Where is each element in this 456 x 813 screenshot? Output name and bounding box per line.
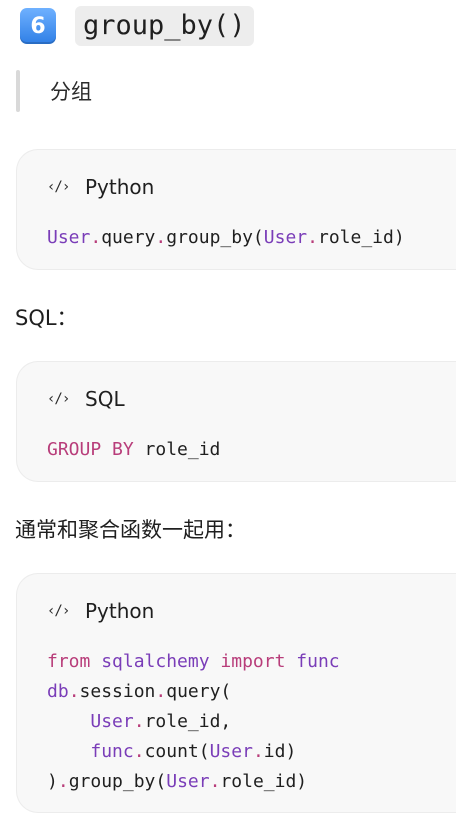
code-token: count( — [144, 741, 210, 762]
code-token — [47, 711, 90, 732]
code-line: User.query.group_by(User.role_id) — [47, 223, 405, 253]
code-block-header: ‹/› Python — [47, 599, 154, 623]
heading-inline-code: group_by() — [75, 6, 254, 46]
code-token: . — [209, 771, 221, 792]
code-token: . — [307, 227, 318, 248]
code-language-label: Python — [85, 599, 155, 623]
paragraph-aggregate: 通常和聚合函数一起用： — [15, 518, 246, 542]
section-heading: 6 group_by() — [20, 6, 254, 46]
code-block-header: ‹/› Python — [47, 175, 154, 199]
code-token: query( — [166, 681, 232, 702]
code-token: import — [220, 651, 286, 672]
code-token: . — [57, 771, 69, 792]
code-token — [47, 741, 90, 762]
code-icon: ‹/› — [47, 391, 70, 407]
code-token: from — [47, 651, 91, 672]
code-token: . — [133, 711, 145, 732]
code-icon: ‹/› — [47, 179, 70, 195]
code-token: session — [79, 681, 156, 702]
code-token: role_id, — [144, 711, 232, 732]
code-content[interactable]: GROUP BY role_id — [47, 435, 220, 465]
code-token: . — [133, 741, 145, 762]
code-token: . — [155, 681, 167, 702]
code-block-header: ‹/› SQL — [47, 387, 125, 411]
code-token — [210, 651, 221, 672]
code-token — [90, 651, 101, 672]
code-content[interactable]: User.query.group_by(User.role_id) — [47, 223, 405, 253]
code-token: . — [252, 741, 264, 762]
code-line: db.session.query( — [47, 677, 340, 707]
code-token: role_id — [133, 439, 221, 460]
code-line: ).group_by(User.role_id) — [47, 767, 340, 797]
code-token — [285, 651, 296, 672]
code-token: query — [101, 227, 156, 248]
code-line: User.role_id, — [47, 707, 340, 737]
code-block-python-1[interactable]: ‹/› Python User.query.group_by(User.role… — [16, 149, 456, 270]
code-token: . — [90, 227, 102, 248]
code-token: User — [263, 227, 308, 248]
number-six-badge-icon: 6 — [20, 8, 56, 44]
code-line: from sqlalchemy import func — [47, 647, 340, 677]
blockquote-text: 分组 — [50, 80, 92, 104]
code-token: . — [155, 227, 167, 248]
code-token: User — [166, 771, 210, 792]
code-line: GROUP BY role_id — [47, 435, 220, 465]
code-block-sql[interactable]: ‹/› SQL GROUP BY role_id — [16, 361, 456, 482]
code-token: group_by( — [68, 771, 167, 792]
code-token: User — [90, 711, 134, 732]
blockquote: 分组 — [16, 70, 92, 112]
code-token: db — [47, 681, 69, 702]
blockquote-bar — [16, 70, 20, 112]
code-token: id) — [263, 741, 297, 762]
code-token: role_id) — [220, 771, 308, 792]
code-token: role_id) — [317, 227, 405, 248]
code-token: func — [90, 741, 134, 762]
code-language-label: SQL — [85, 387, 125, 411]
code-token: sqlalchemy — [101, 651, 210, 672]
code-token: GROUP BY — [47, 439, 134, 460]
code-language-label: Python — [85, 175, 155, 199]
code-icon: ‹/› — [47, 603, 70, 619]
code-token: ) — [47, 771, 58, 792]
code-token: func — [296, 651, 340, 672]
code-token: group_by( — [166, 227, 264, 248]
code-token: User — [47, 227, 91, 248]
code-line: func.count(User.id) — [47, 737, 340, 767]
code-token: . — [68, 681, 80, 702]
code-token: User — [209, 741, 253, 762]
paragraph-sql: SQL： — [15, 306, 78, 330]
